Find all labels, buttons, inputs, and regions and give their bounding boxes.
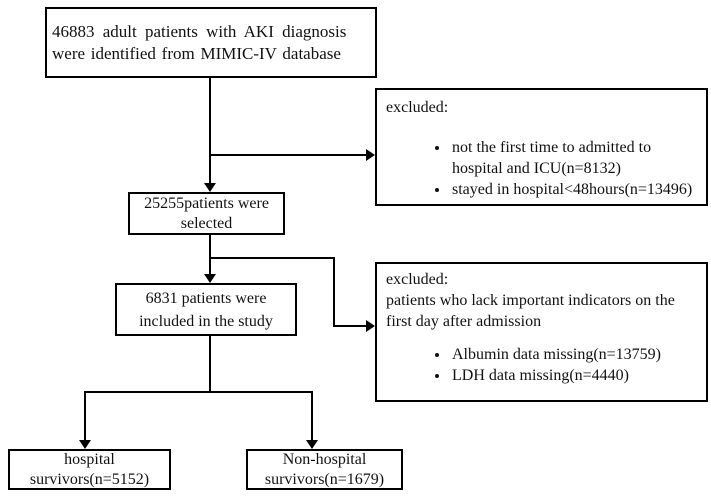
selected-patients-line2: selected xyxy=(180,214,233,232)
connector-branch-to-excluded-second-horizontal xyxy=(210,257,335,259)
excluded-first-bullet-2: stayed in hospital<48hours(n=13496) xyxy=(450,179,700,200)
included-patients-line1: 6831 patients were xyxy=(145,289,267,307)
non-hospital-survivors-line2: survivors(n=1679) xyxy=(264,470,385,488)
selected-patients-line1: 25255patients were xyxy=(144,194,269,212)
source-population-line2: were identified from MIMIC-IV database xyxy=(52,44,341,63)
arrowhead-down-into-included-icon xyxy=(204,274,216,283)
flow-node-included-patients: 6831 patients were included in the study xyxy=(115,283,297,336)
flow-node-hospital-survivors: hospital survivors(n=5152) xyxy=(8,449,171,490)
arrowhead-down-into-non-hospital-icon xyxy=(306,440,318,449)
excluded-second-bullet-list: Albumin data missing(n=13759) LDH data m… xyxy=(386,344,700,386)
non-hospital-survivors-line1: Non-hospital xyxy=(282,450,367,468)
arrowhead-down-into-selected-icon xyxy=(204,183,216,192)
excluded-second-title: excluded: xyxy=(386,271,449,288)
flow-node-source-population: 46883 adult patients with AKI diagnosis … xyxy=(45,7,377,78)
connector-split-horizontal xyxy=(84,391,313,393)
flow-node-excluded-first: excluded: not the first time to admitted… xyxy=(375,88,708,206)
arrowhead-right-into-excluded-second-icon xyxy=(366,320,375,332)
flow-node-non-hospital-survivors: Non-hospital survivors(n=1679) xyxy=(246,449,403,490)
excluded-second-description-line1: patients who lack important indicators o… xyxy=(386,292,675,309)
source-population-line1: 46883 adult patients with AKI diagnosis xyxy=(52,22,347,41)
excluded-second-description-line2: first day after admission xyxy=(386,313,542,330)
connector-split-to-non-hospital xyxy=(311,391,313,441)
excluded-first-title: excluded: xyxy=(386,99,449,116)
connector-branch-to-excluded-second-vertical xyxy=(333,257,335,327)
connector-included-to-split xyxy=(209,336,211,393)
excluded-first-bullet-list: not the first time to admitted to hospit… xyxy=(386,137,700,200)
arrowhead-right-into-excluded-first-icon xyxy=(366,149,375,161)
hospital-survivors-line1: hospital xyxy=(64,450,115,468)
excluded-second-bullet-2: LDH data missing(n=4440) xyxy=(450,365,700,386)
connector-branch-to-excluded-first xyxy=(210,154,366,156)
included-patients-line2: included in the study xyxy=(139,312,273,330)
connector-selected-to-included xyxy=(209,235,211,275)
connector-split-to-hospital xyxy=(84,391,86,441)
connector-source-to-selected xyxy=(209,78,211,184)
excluded-second-bullet-1: Albumin data missing(n=13759) xyxy=(450,344,700,365)
flow-node-selected-patients: 25255patients were selected xyxy=(128,192,285,235)
excluded-first-bullet-1: not the first time to admitted to hospit… xyxy=(450,137,700,179)
arrowhead-down-into-hospital-icon xyxy=(79,440,91,449)
flow-node-excluded-second: excluded: patients who lack important in… xyxy=(375,262,708,402)
hospital-survivors-line2: survivors(n=5152) xyxy=(29,470,150,488)
connector-branch-to-excluded-second-entry xyxy=(333,325,366,327)
